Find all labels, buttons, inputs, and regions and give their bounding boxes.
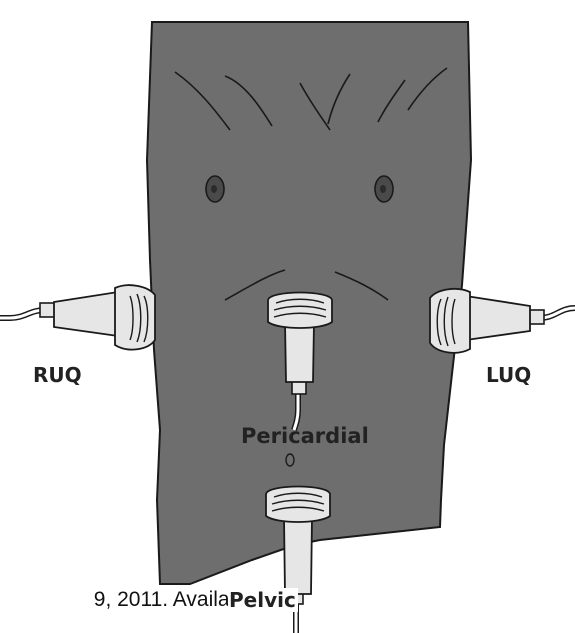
pericardial-label: Pericardial (241, 424, 369, 448)
ruq-probe-icon (0, 285, 155, 349)
right-nipple-center (380, 185, 386, 193)
luq-probe-icon (430, 289, 575, 353)
luq-label: LUQ (486, 363, 531, 387)
pelvic-label: Pelvic (228, 588, 298, 612)
left-nipple-center (211, 185, 217, 193)
ruq-label: RUQ (33, 363, 82, 387)
